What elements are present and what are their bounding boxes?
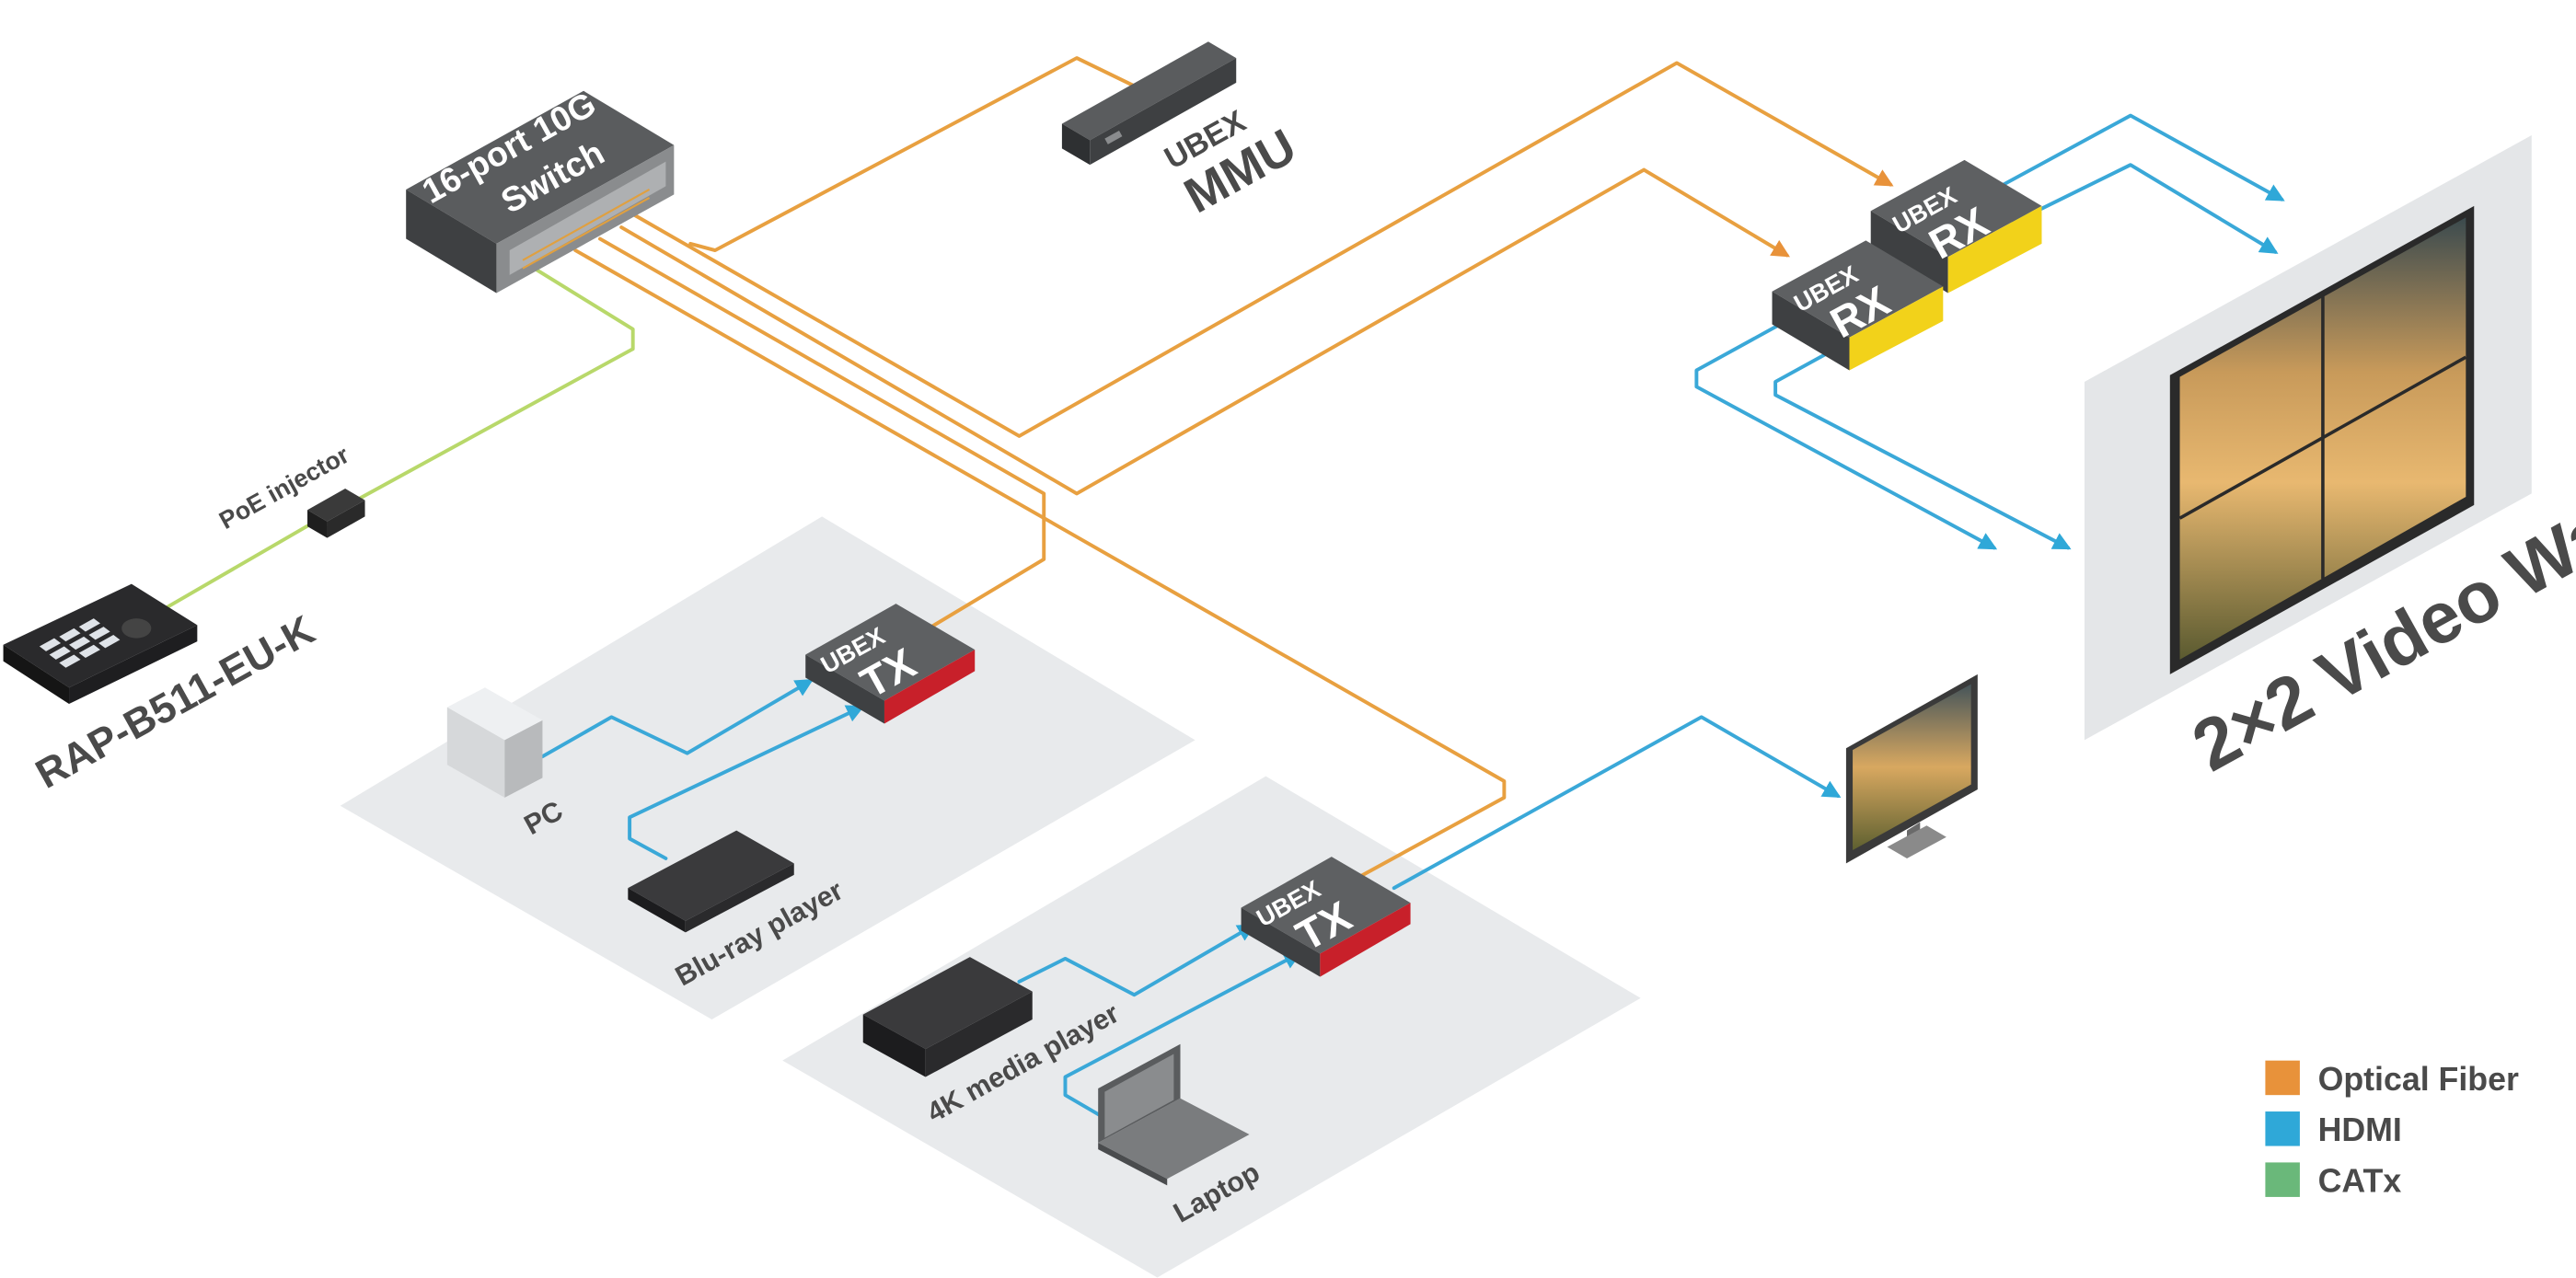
hdmi-bluray-to-tx1 bbox=[628, 705, 865, 860]
hdmi-rx2-to-wall-b bbox=[1773, 343, 2072, 550]
keypad-device: RAP-B511-EU-K bbox=[3, 583, 322, 798]
rx2-device: UBEX RX bbox=[1772, 240, 1944, 371]
hdmi-rx1-to-wall-b bbox=[2012, 163, 2279, 254]
legend-swatch-1 bbox=[2265, 1111, 2300, 1146]
rx1-device: UBEX RX bbox=[1870, 159, 2042, 294]
fiber-switch-to-mmu bbox=[688, 56, 1137, 253]
monitor-device bbox=[1845, 674, 1978, 864]
switch-device: 16-port 10G Switch bbox=[406, 84, 675, 294]
legend-label-1: HDMI bbox=[2318, 1111, 2402, 1148]
fiber-switch-to-tx2 bbox=[573, 248, 1507, 885]
poe-injector-device: PoE injector bbox=[214, 441, 365, 538]
hdmi-rx1-to-wall-a bbox=[1995, 113, 2285, 201]
hdmi-laptop-to-tx2 bbox=[1063, 951, 1302, 1121]
hdmi-tx2-to-monitor bbox=[1392, 715, 1842, 891]
fiber-switch-to-tx1 bbox=[598, 236, 1046, 630]
legend-swatch-2 bbox=[2265, 1162, 2300, 1197]
hdmi-rx2-to-wall-a bbox=[1694, 314, 1998, 550]
floor-panel-lower bbox=[782, 776, 1641, 1278]
fiber-switch-to-rx2 bbox=[619, 167, 1790, 496]
floor-panel-upper bbox=[340, 516, 1196, 1020]
catx-switch-to-poe bbox=[352, 266, 635, 504]
catx-poe-to-keypad bbox=[154, 521, 315, 616]
hdmi-media-to-tx2 bbox=[1017, 924, 1256, 997]
legend-label-2: CATx bbox=[2318, 1163, 2402, 1200]
catx-cables bbox=[154, 266, 635, 616]
hdmi-pc-to-tx1 bbox=[540, 679, 814, 759]
legend-swatch-0 bbox=[2265, 1060, 2300, 1096]
legend-label-0: Optical Fiber bbox=[2318, 1061, 2519, 1098]
fiber-switch-to-rx1 bbox=[630, 61, 1894, 438]
fiber-cables bbox=[573, 56, 1894, 885]
tx2-device: UBEX TX bbox=[1241, 857, 1411, 977]
hdmi-cables bbox=[540, 113, 2285, 1121]
